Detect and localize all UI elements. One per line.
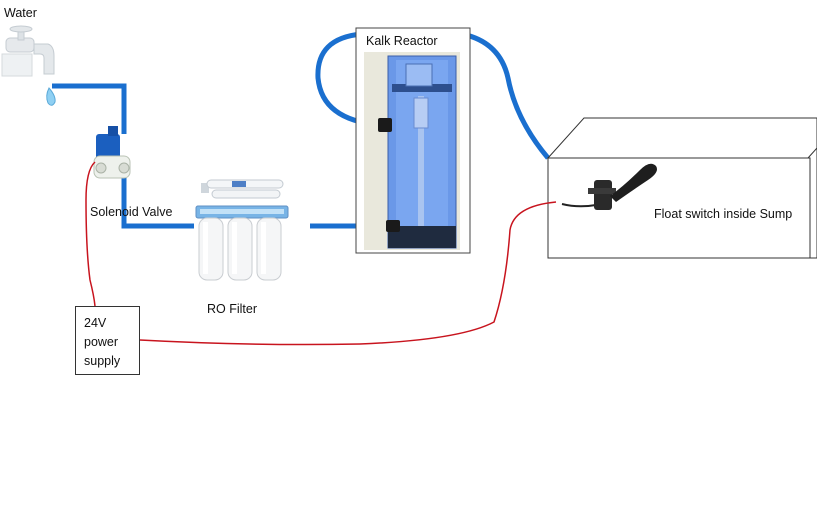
water-tube	[52, 28, 550, 229]
ro-filter-icon	[195, 179, 289, 281]
power-wire	[85, 161, 557, 346]
sump-box	[546, 117, 817, 259]
solenoid-valve-icon	[93, 126, 131, 179]
kalk-reactor-icon	[364, 52, 460, 250]
faucet-icon	[1, 25, 56, 106]
psu-line-2: power	[84, 335, 119, 349]
kalk-reactor-label: Kalk Reactor	[366, 34, 438, 48]
power-supply-box: 24V power supply	[75, 306, 140, 375]
float-switch-label: Float switch inside Sump	[654, 207, 793, 221]
power-supply-label: 24V power supply	[84, 314, 120, 371]
psu-line-1: 24V	[84, 316, 107, 330]
water-label: Water	[4, 6, 37, 20]
solenoid-valve-label: Solenoid Valve	[90, 205, 173, 219]
ro-filter-label: RO Filter	[207, 302, 257, 316]
psu-line-3: supply	[84, 354, 121, 368]
float-switch-icon	[561, 163, 657, 210]
